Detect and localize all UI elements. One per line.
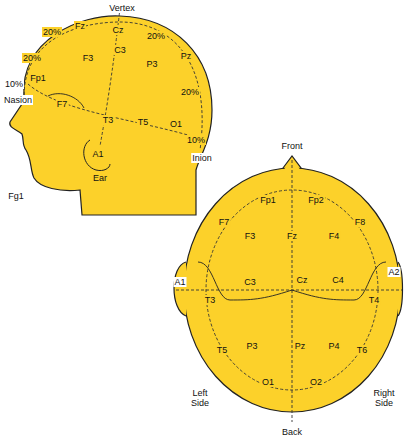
midline: [292, 160, 293, 422]
percent-label: 20%: [42, 27, 62, 37]
electrode-label: C3: [113, 45, 127, 55]
electrode-label: F3: [82, 53, 95, 63]
electrode-label: F8: [354, 217, 367, 227]
left-ear: [174, 262, 186, 316]
electrode-label: C4: [331, 275, 345, 285]
landmark-label: Vertex: [108, 3, 136, 13]
electrode-label: Fg1: [7, 191, 25, 201]
side-label: Right Side: [369, 388, 399, 408]
electrode-label: T3: [204, 295, 217, 305]
electrode-label: Pz: [180, 51, 193, 61]
electrode-label: T6: [356, 345, 369, 355]
side-label: Left Side: [185, 388, 215, 408]
electrode-label: A1: [173, 277, 186, 287]
orientation-label: Front: [280, 141, 303, 151]
electrode-label: T5: [137, 117, 150, 127]
temporal-line: [28, 84, 198, 138]
electrode-label: O2: [309, 377, 323, 387]
electrode-label: O1: [169, 119, 183, 129]
electrode-label: T5: [216, 345, 229, 355]
interaural-line: [176, 290, 402, 291]
face-line: [48, 94, 84, 108]
electrode-label: F7: [56, 99, 69, 109]
electrode-label: P4: [327, 341, 340, 351]
electrode-label: F3: [244, 231, 257, 241]
electrode-label: Cz: [112, 25, 125, 35]
landmark-label: Ear: [92, 173, 108, 183]
head-profile: [10, 16, 212, 215]
percent-label: 20%: [180, 87, 200, 97]
percent-label: 20%: [146, 31, 166, 41]
electrode-label: C3: [243, 277, 257, 287]
electrode-label: T3: [102, 115, 115, 125]
electrode-label: Fp1: [259, 195, 277, 205]
electrode-label: F4: [328, 231, 341, 241]
landmark-label: Nasion: [3, 95, 33, 105]
electrode-label: Fz: [74, 21, 86, 31]
electrode-label: T4: [368, 295, 381, 305]
percent-label: 10%: [4, 79, 24, 89]
electrode-label: P3: [245, 341, 258, 351]
electrode-label: Fz: [286, 231, 298, 241]
electrode-label: P3: [145, 59, 158, 69]
electrode-label: Fp1: [29, 73, 47, 83]
electrode-label: A1: [91, 149, 104, 159]
percent-label: 20%: [22, 53, 42, 63]
electrode-label: O1: [261, 377, 275, 387]
electrode-label: Cz: [296, 275, 309, 285]
landmark-label: Inion: [191, 153, 213, 163]
electrode-label: Pz: [294, 341, 307, 351]
percent-label: 10%: [186, 135, 206, 145]
orientation-label: Back: [281, 427, 303, 437]
electrode-label: Fp2: [307, 195, 325, 205]
electrode-label: A2: [387, 267, 400, 277]
ear-outline: [84, 140, 110, 171]
electrode-label: F7: [218, 217, 231, 227]
sagittal-line: [24, 22, 202, 150]
